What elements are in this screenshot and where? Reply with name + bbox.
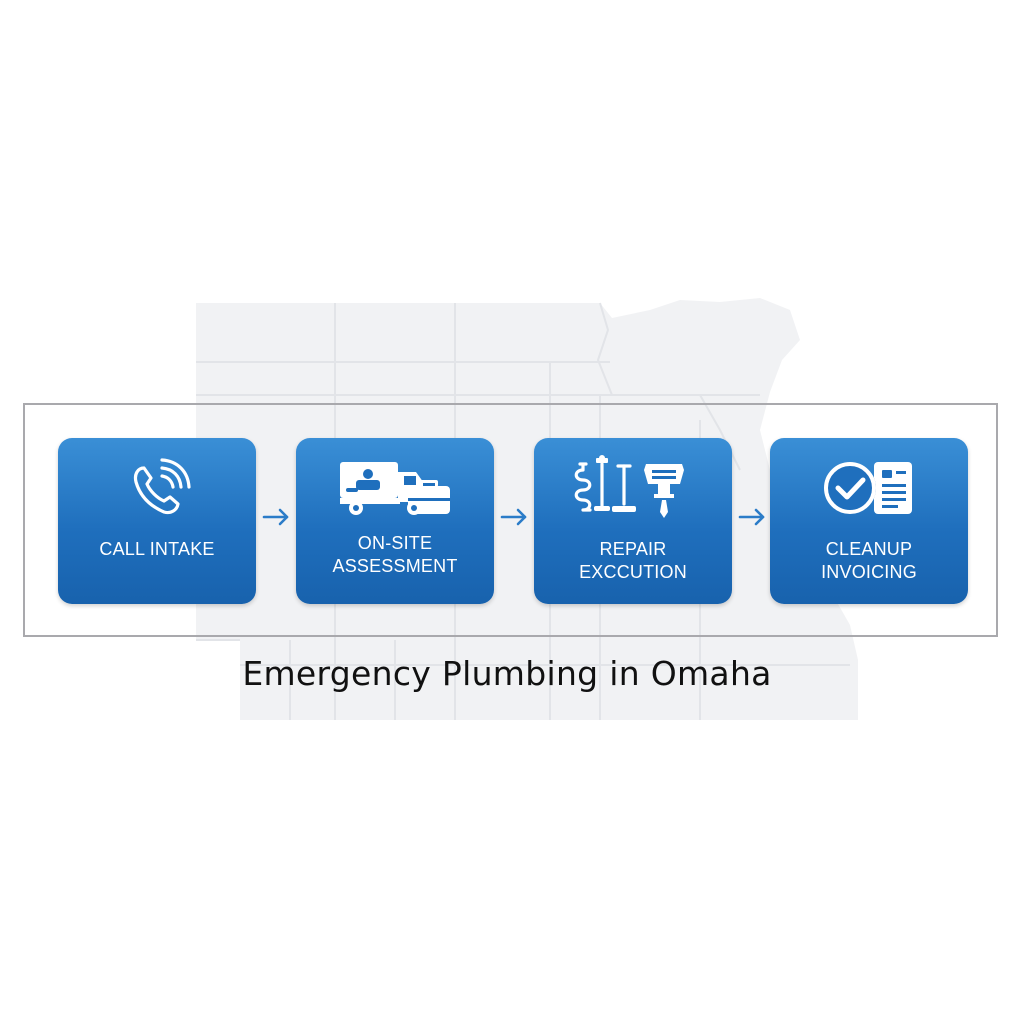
step-label-line: CALL INTAKE (99, 539, 215, 559)
step-on-site-assessment: ON-SITE ASSESSMENT (296, 438, 494, 604)
step-label-line: REPAIR (599, 539, 667, 559)
step-cleanup-invoicing: CLEANUP INVOICING (770, 438, 968, 604)
arrow-right-icon (500, 508, 527, 526)
van-toolbox-icon (340, 462, 450, 515)
plumbing-tools-icon (574, 455, 684, 518)
arrow-right-icon (262, 508, 289, 526)
process-flow-frame (23, 403, 998, 637)
step-label-line: ASSESSMENT (332, 556, 458, 576)
diagram-title: Emergency Plumbing in Omaha (242, 654, 772, 693)
step-label-line: CLEANUP (825, 539, 913, 559)
step-label: CLEANUP INVOICING (770, 538, 968, 584)
check-invoice-icon (824, 462, 912, 514)
step-label: ON-SITE ASSESSMENT (296, 532, 494, 578)
phone-ringing-icon (133, 458, 191, 515)
step-label-line: INVOICING (821, 562, 917, 582)
step-label: REPAIR EXCCUTION (534, 538, 732, 584)
arrow-right-icon (738, 508, 765, 526)
step-call-intake: CALL INTAKE (58, 438, 256, 604)
step-repair-execution: REPAIR EXCCUTION (534, 438, 732, 604)
step-label: CALL INTAKE (58, 538, 256, 561)
step-label-line: ON-SITE (357, 533, 433, 553)
step-label-line: EXCCUTION (579, 562, 687, 582)
